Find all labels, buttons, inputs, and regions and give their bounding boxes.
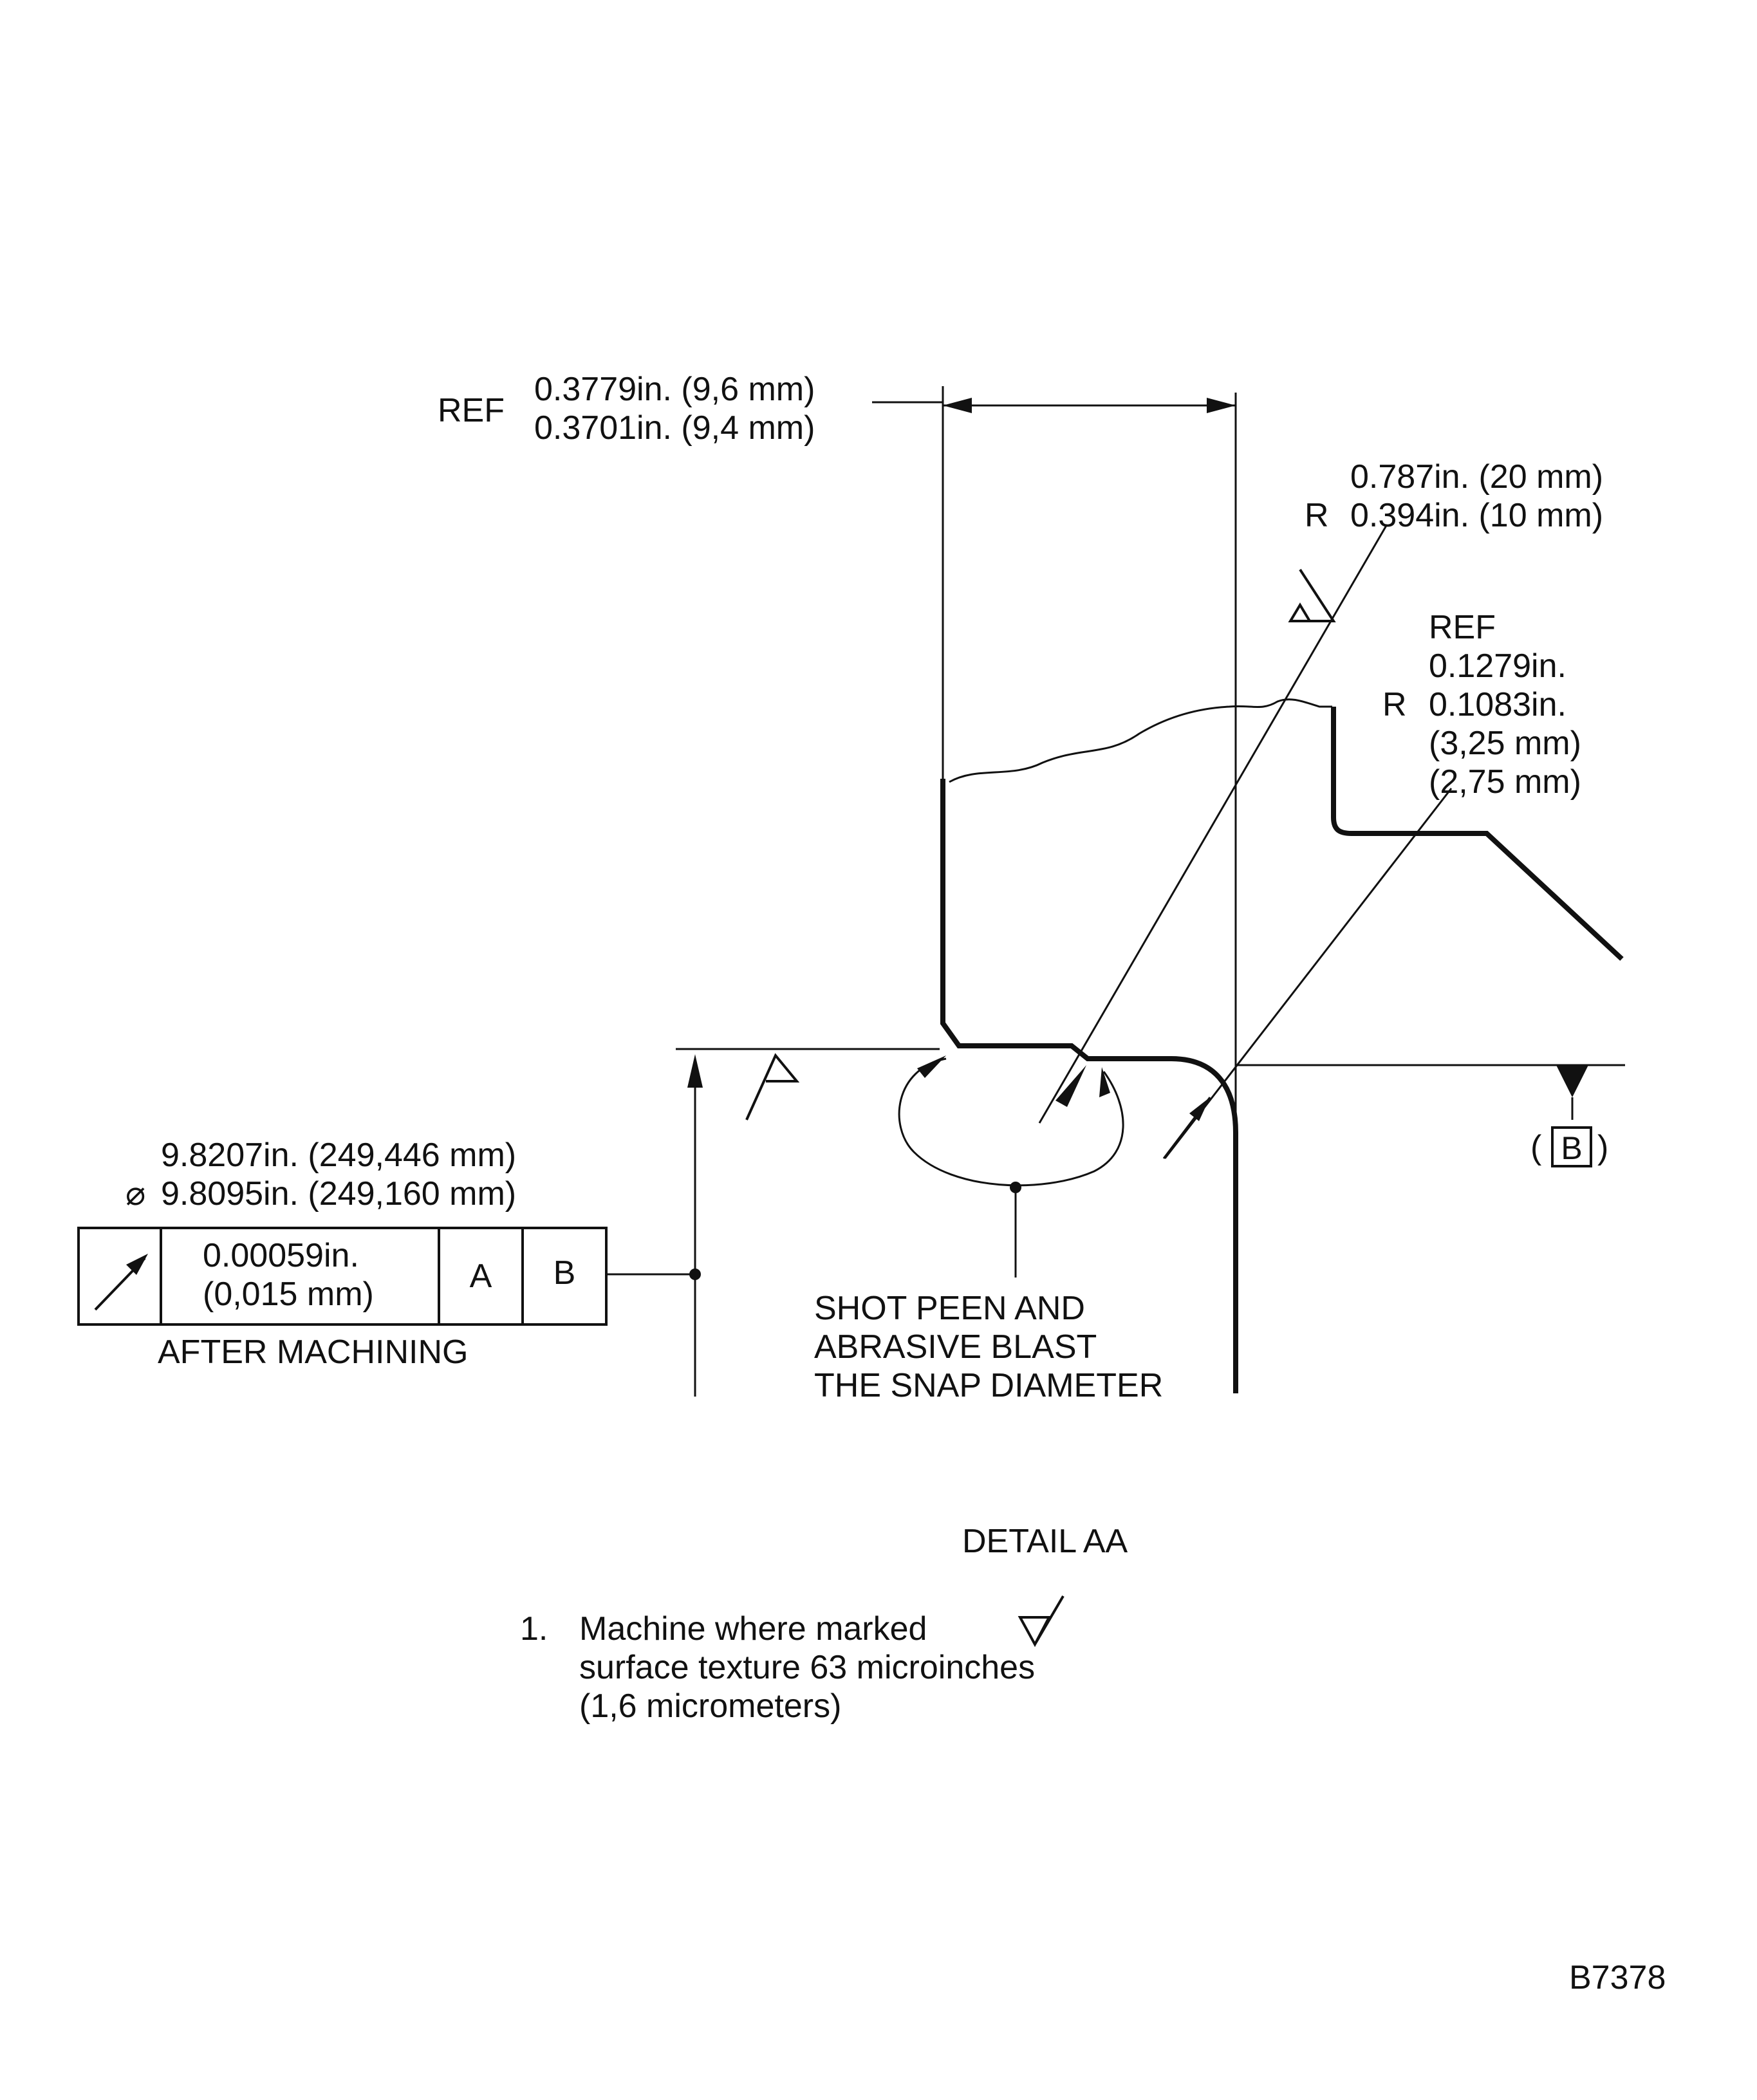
note-machining-symbol-icon [1018, 1595, 1064, 1648]
ref-width-lower: 0.3701in. (9,4 mm) [534, 409, 815, 447]
datum-b-box [1551, 1126, 1592, 1167]
radius-large-prefix: R [1305, 497, 1329, 534]
detail-title: DETAIL AA [962, 1523, 1128, 1560]
datum-b-close: ) [1597, 1129, 1608, 1166]
radius-small-line-2: 0.1083in. [1429, 686, 1566, 723]
diameter-symbol: ⌀ [126, 1175, 145, 1213]
arrowhead-right [1207, 398, 1236, 413]
note-line-1: Machine where marked [579, 1610, 927, 1648]
callout-line-1: SHOT PEEN AND [814, 1290, 1085, 1327]
runout-arrowhead-icon [126, 1254, 148, 1275]
after-machining-note: AFTER MACHINING [158, 1333, 468, 1371]
radius-small-arrow [1189, 1097, 1210, 1121]
note-line-2: surface texture 63 microinches [579, 1649, 1035, 1686]
machining-symbol-icon [1288, 568, 1336, 622]
shot-peen-callout: SHOT PEEN AND ABRASIVE BLAST THE SNAP DI… [814, 1055, 1163, 1404]
diameter-lower: 9.8095in. (249,160 mm) [161, 1175, 516, 1213]
datum-b: ( B ) [1236, 1064, 1625, 1167]
diameter-dimension: 9.8207in. (249,446 mm) ⌀ 9.8095in. (249,… [126, 1048, 940, 1397]
callout-line-3: THE SNAP DIAMETER [814, 1367, 1163, 1404]
shot-peen-arrow-right [1099, 1067, 1110, 1097]
diameter-upper: 9.8207in. (249,446 mm) [161, 1137, 516, 1174]
radius-large-leader [1038, 524, 1388, 1124]
general-note: 1. Machine where marked surface texture … [520, 1595, 1064, 1725]
step-profile [1331, 707, 1624, 961]
radius-large-callout: 0.787in. (20 mm) R 0.394in. (10 mm) [1038, 458, 1603, 1124]
datum-b-open: ( [1530, 1129, 1542, 1166]
ref-width-upper: 0.3779in. (9,6 mm) [534, 371, 815, 408]
fcf-outer-box [77, 1227, 608, 1326]
note-number: 1. [520, 1610, 548, 1648]
datum-b-triangle-icon [1556, 1065, 1588, 1097]
shot-peen-loop [898, 1057, 1124, 1187]
callout-line-2: ABRASIVE BLAST [814, 1328, 1097, 1366]
shot-peen-arrow-left [917, 1055, 946, 1078]
fcf-datum-b: B [553, 1254, 576, 1292]
fcf-leader-dot [689, 1268, 701, 1280]
part-outline [940, 698, 1624, 1393]
fcf-tolerance-upper: 0.00059in. [203, 1237, 359, 1274]
radius-small-line-4: (2,75 mm) [1429, 763, 1581, 801]
radius-large-lower: 0.394in. (10 mm) [1350, 497, 1603, 534]
radius-large-upper: 0.787in. (20 mm) [1350, 458, 1603, 496]
feature-control-frame: 0.00059in. (0,015 mm) A B AFTER MACHININ… [77, 1227, 701, 1371]
radius-small-leader [1164, 788, 1453, 1159]
ref-width-prefix: REF [438, 392, 505, 429]
note-line-3: (1,6 micrometers) [579, 1687, 841, 1725]
radius-small-ref: REF [1429, 609, 1496, 646]
fcf-tolerance-lower: (0,015 mm) [203, 1276, 374, 1313]
radius-large-arrow [1055, 1065, 1086, 1107]
shot-peen-dot [1010, 1182, 1021, 1193]
diameter-arrowhead [687, 1054, 703, 1088]
fcf-datum-a: A [470, 1258, 492, 1295]
datum-b-letter: B [1561, 1130, 1582, 1166]
figure-id: B7378 [1569, 1959, 1666, 1996]
radius-small-callout: REF 0.1279in. R 0.1083in. (3,25 mm) (2,7… [1162, 609, 1581, 1159]
ref-width-dimension: REF 0.3779in. (9,6 mm) 0.3701in. (9,4 mm… [438, 371, 1237, 1133]
radius-small-prefix: R [1382, 686, 1407, 723]
arrowhead-left [943, 398, 972, 413]
radius-small-line-1: 0.1279in. [1429, 647, 1566, 685]
face-machining-symbol-icon [745, 1053, 800, 1120]
radius-small-line-3: (3,25 mm) [1429, 725, 1581, 762]
break-line [949, 698, 1332, 783]
part-profile [940, 779, 1238, 1393]
